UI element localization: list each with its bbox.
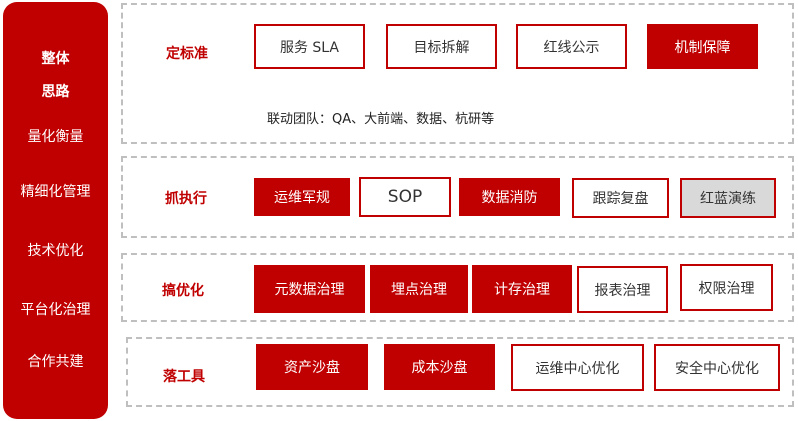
- tag-asset-sandbox: 资产沙盘: [256, 344, 368, 390]
- tag-mechanism-guarantee: 机制保障: [647, 24, 758, 69]
- tag-security-center-optimize: 安全中心优化: [654, 344, 780, 391]
- sidebar-item-quantify: 量化衡量: [27, 129, 84, 145]
- sidebar-item-cooperation: 合作共建: [27, 354, 84, 370]
- tag-goal-breakdown: 目标拆解: [386, 24, 497, 69]
- tag-sop: SOP: [359, 177, 451, 217]
- tag-redline-notice: 红线公示: [516, 24, 627, 69]
- row-label-optimization: 搞优化: [162, 283, 204, 299]
- tag-cost-sandbox: 成本沙盘: [384, 344, 495, 390]
- sidebar-title-line2: 思路: [41, 84, 70, 100]
- row-label-standards: 定标准: [166, 46, 208, 62]
- row-label-tools: 落工具: [163, 369, 205, 385]
- tag-metadata-governance: 元数据治理: [254, 265, 365, 313]
- tag-permission-governance: 权限治理: [680, 264, 773, 311]
- tag-tracking-point-governance: 埋点治理: [370, 265, 468, 313]
- sidebar-item-fine-management: 精细化管理: [20, 184, 91, 200]
- tag-compute-storage-governance: 计存治理: [472, 265, 572, 313]
- sidebar-item-tech-optimize: 技术优化: [27, 243, 84, 259]
- tag-red-blue-drill: 红蓝演练: [680, 178, 776, 218]
- sidebar-panel: 整体 思路 量化衡量 精细化管理 技术优化 平台化治理 合作共建: [3, 2, 108, 419]
- tag-tracking-review: 跟踪复盘: [572, 178, 669, 218]
- tag-service-sla: 服务 SLA: [254, 24, 365, 69]
- sidebar-title-line1: 整体: [41, 51, 70, 67]
- sidebar-item-platform-governance: 平台化治理: [20, 302, 91, 318]
- tag-report-governance: 报表治理: [577, 266, 668, 313]
- tag-ops-center-optimize: 运维中心优化: [511, 344, 644, 391]
- tag-ops-rules: 运维军规: [254, 178, 350, 216]
- linked-teams-note: 联动团队：QA、大前端、数据、杭研等: [267, 112, 495, 127]
- tag-data-firefighting: 数据消防: [459, 178, 560, 216]
- row-label-execution: 抓执行: [165, 191, 207, 207]
